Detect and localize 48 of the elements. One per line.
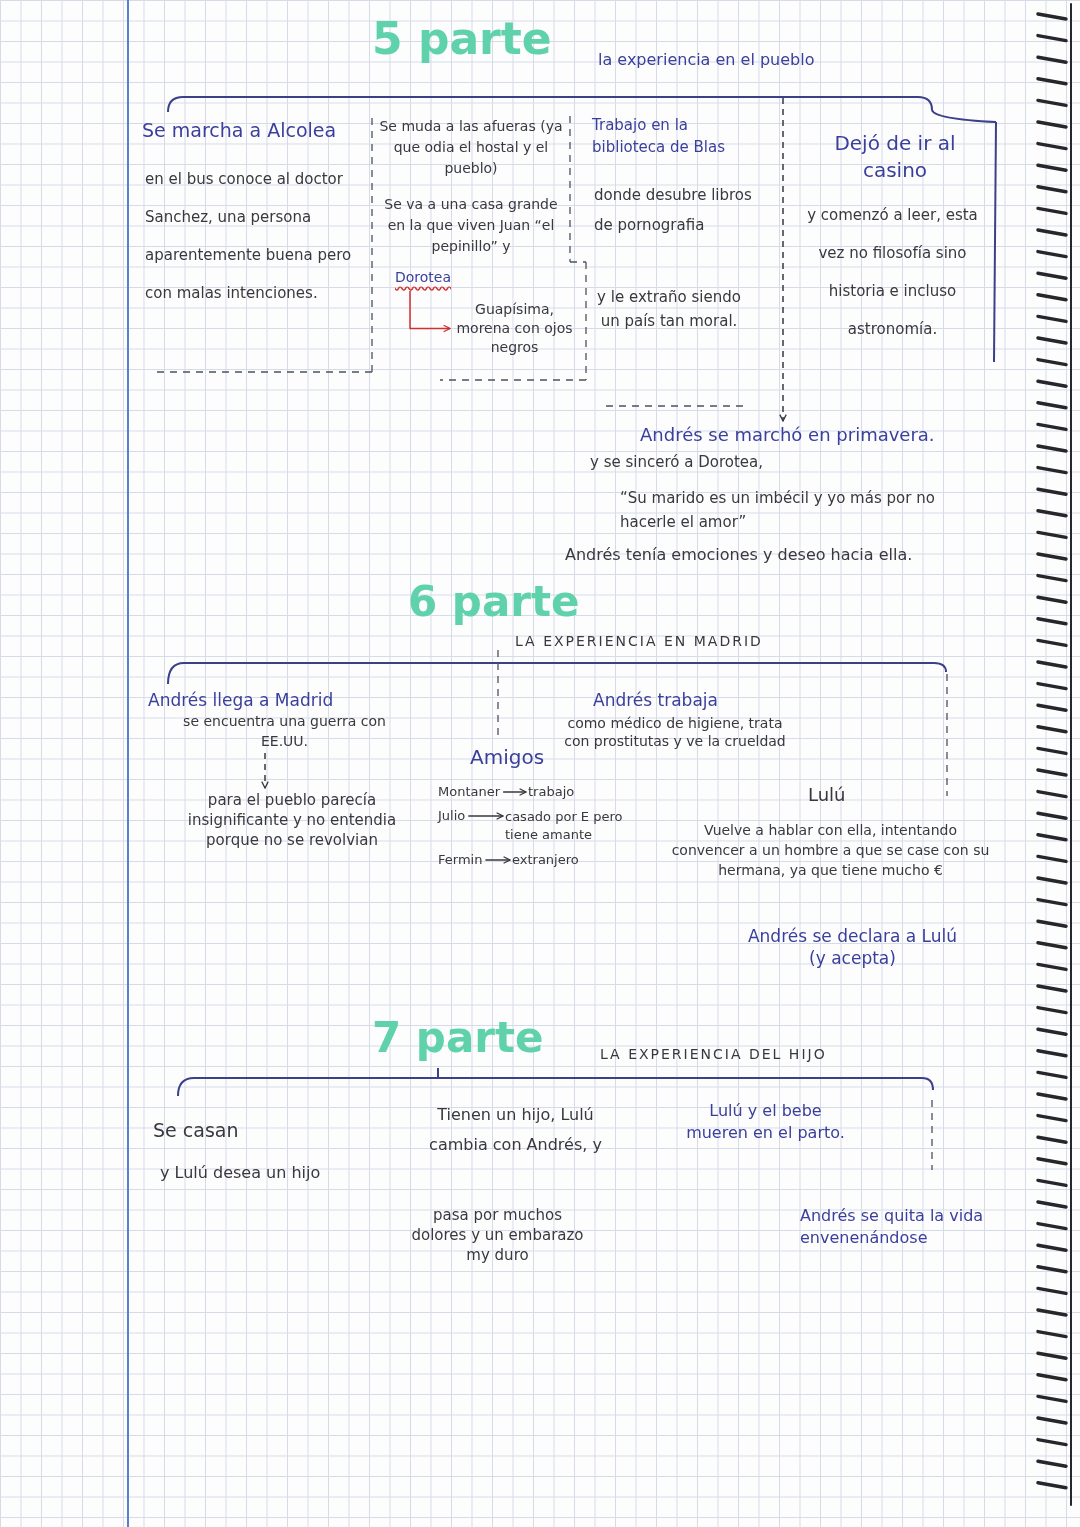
note-text: pasa por muchos dolores y un embarazo my duro [410,1205,585,1265]
section-heading: 7 parte [372,1014,544,1062]
note-heading: Dejó de ir al casino [833,130,957,184]
note-text: como médico de higiene, trata con prostitutas y ve la crueldad [563,714,787,750]
note-text: Vuelve a hablar con ella, intentando convencer a un hombre a que se case con su hermana, ya que tiene mucho € [670,821,991,880]
note-text: y comenzó a leer, esta vez no filosofía sino historia e incluso astronomía. [806,205,979,340]
arrow [502,788,527,796]
section-subtitle: la experiencia en el pueblo [598,50,815,70]
note-heading: Andrés llega a Madrid [148,690,335,711]
note-heading: Lulú [808,783,846,806]
arrow [467,812,504,820]
arrow [484,856,511,864]
quote-text: “Su marido es un imbécil y yo más por no hacerle el amor” [620,488,936,533]
note-text: donde desubre libros de pornografia [594,185,753,236]
dashed-arrow [779,97,787,422]
note-text: se encuentra una guerra con EE.UU. [182,712,387,751]
note-text: Andrés se marchó en primavera. [640,423,935,446]
note-text: en el bus conoce al doctor Sanchez, una persona aparentemente buena pero con malas intenciones. [145,169,353,304]
note-text: Guapísima, morena con ojos negros [452,300,577,357]
dashed-arrow [261,752,269,789]
arrow [409,290,451,333]
section-heading: 5 parte [372,14,552,64]
note-text: Andrés tenía emociones y deseo hacia ella. [565,545,913,565]
note-heading: Amigos [470,745,545,770]
note-heading: Se marcha a Alcolea [142,118,337,142]
note-text: Montaner [438,784,501,800]
note-text: Se va a una casa grande en la que viven Juan “el pepinillo” y [383,195,559,256]
note-heading: Se casan [153,1118,239,1142]
section-subtitle: LA EXPERIENCIA DEL HIJO [600,1045,827,1063]
note-text: Andrés se declara a Lulú (y acepta) [746,925,959,969]
note-text: y Lulú desea un hijo [160,1162,322,1184]
note-heading: Andrés trabaja [593,690,718,711]
section-subtitle: LA EXPERIENCIA EN MADRID [515,632,763,650]
note-text: y le extraño siendo un país tan moral. [596,287,742,332]
note-text: para el pueblo parecía insignificante y no entendia porque no se revolvian [178,790,406,850]
note-heading: Trabajo en la biblioteca de Blas [592,115,727,158]
note-text: Fermin [438,852,483,868]
note-text: Andrés se quita la vida envenenándose [800,1205,985,1249]
note-text: y se sinceró a Dorotea, [590,453,763,472]
section-heading: 6 parte [408,578,580,626]
note-text: Dorotea [395,264,452,290]
note-text: casado por E pero tiene amante [505,808,650,844]
note-text: Tienen un hijo, Lulú cambia con Andrés, y [428,1104,603,1156]
note-text: Julio [438,808,466,824]
note-text: extranjero [512,852,579,868]
note-text: Lulú y el bebe mueren en el parto. [685,1100,846,1144]
note-text: Se muda a las afueras (ya que odia el hostal y el pueblo) [378,117,564,178]
note-text: trabajo [528,784,575,800]
